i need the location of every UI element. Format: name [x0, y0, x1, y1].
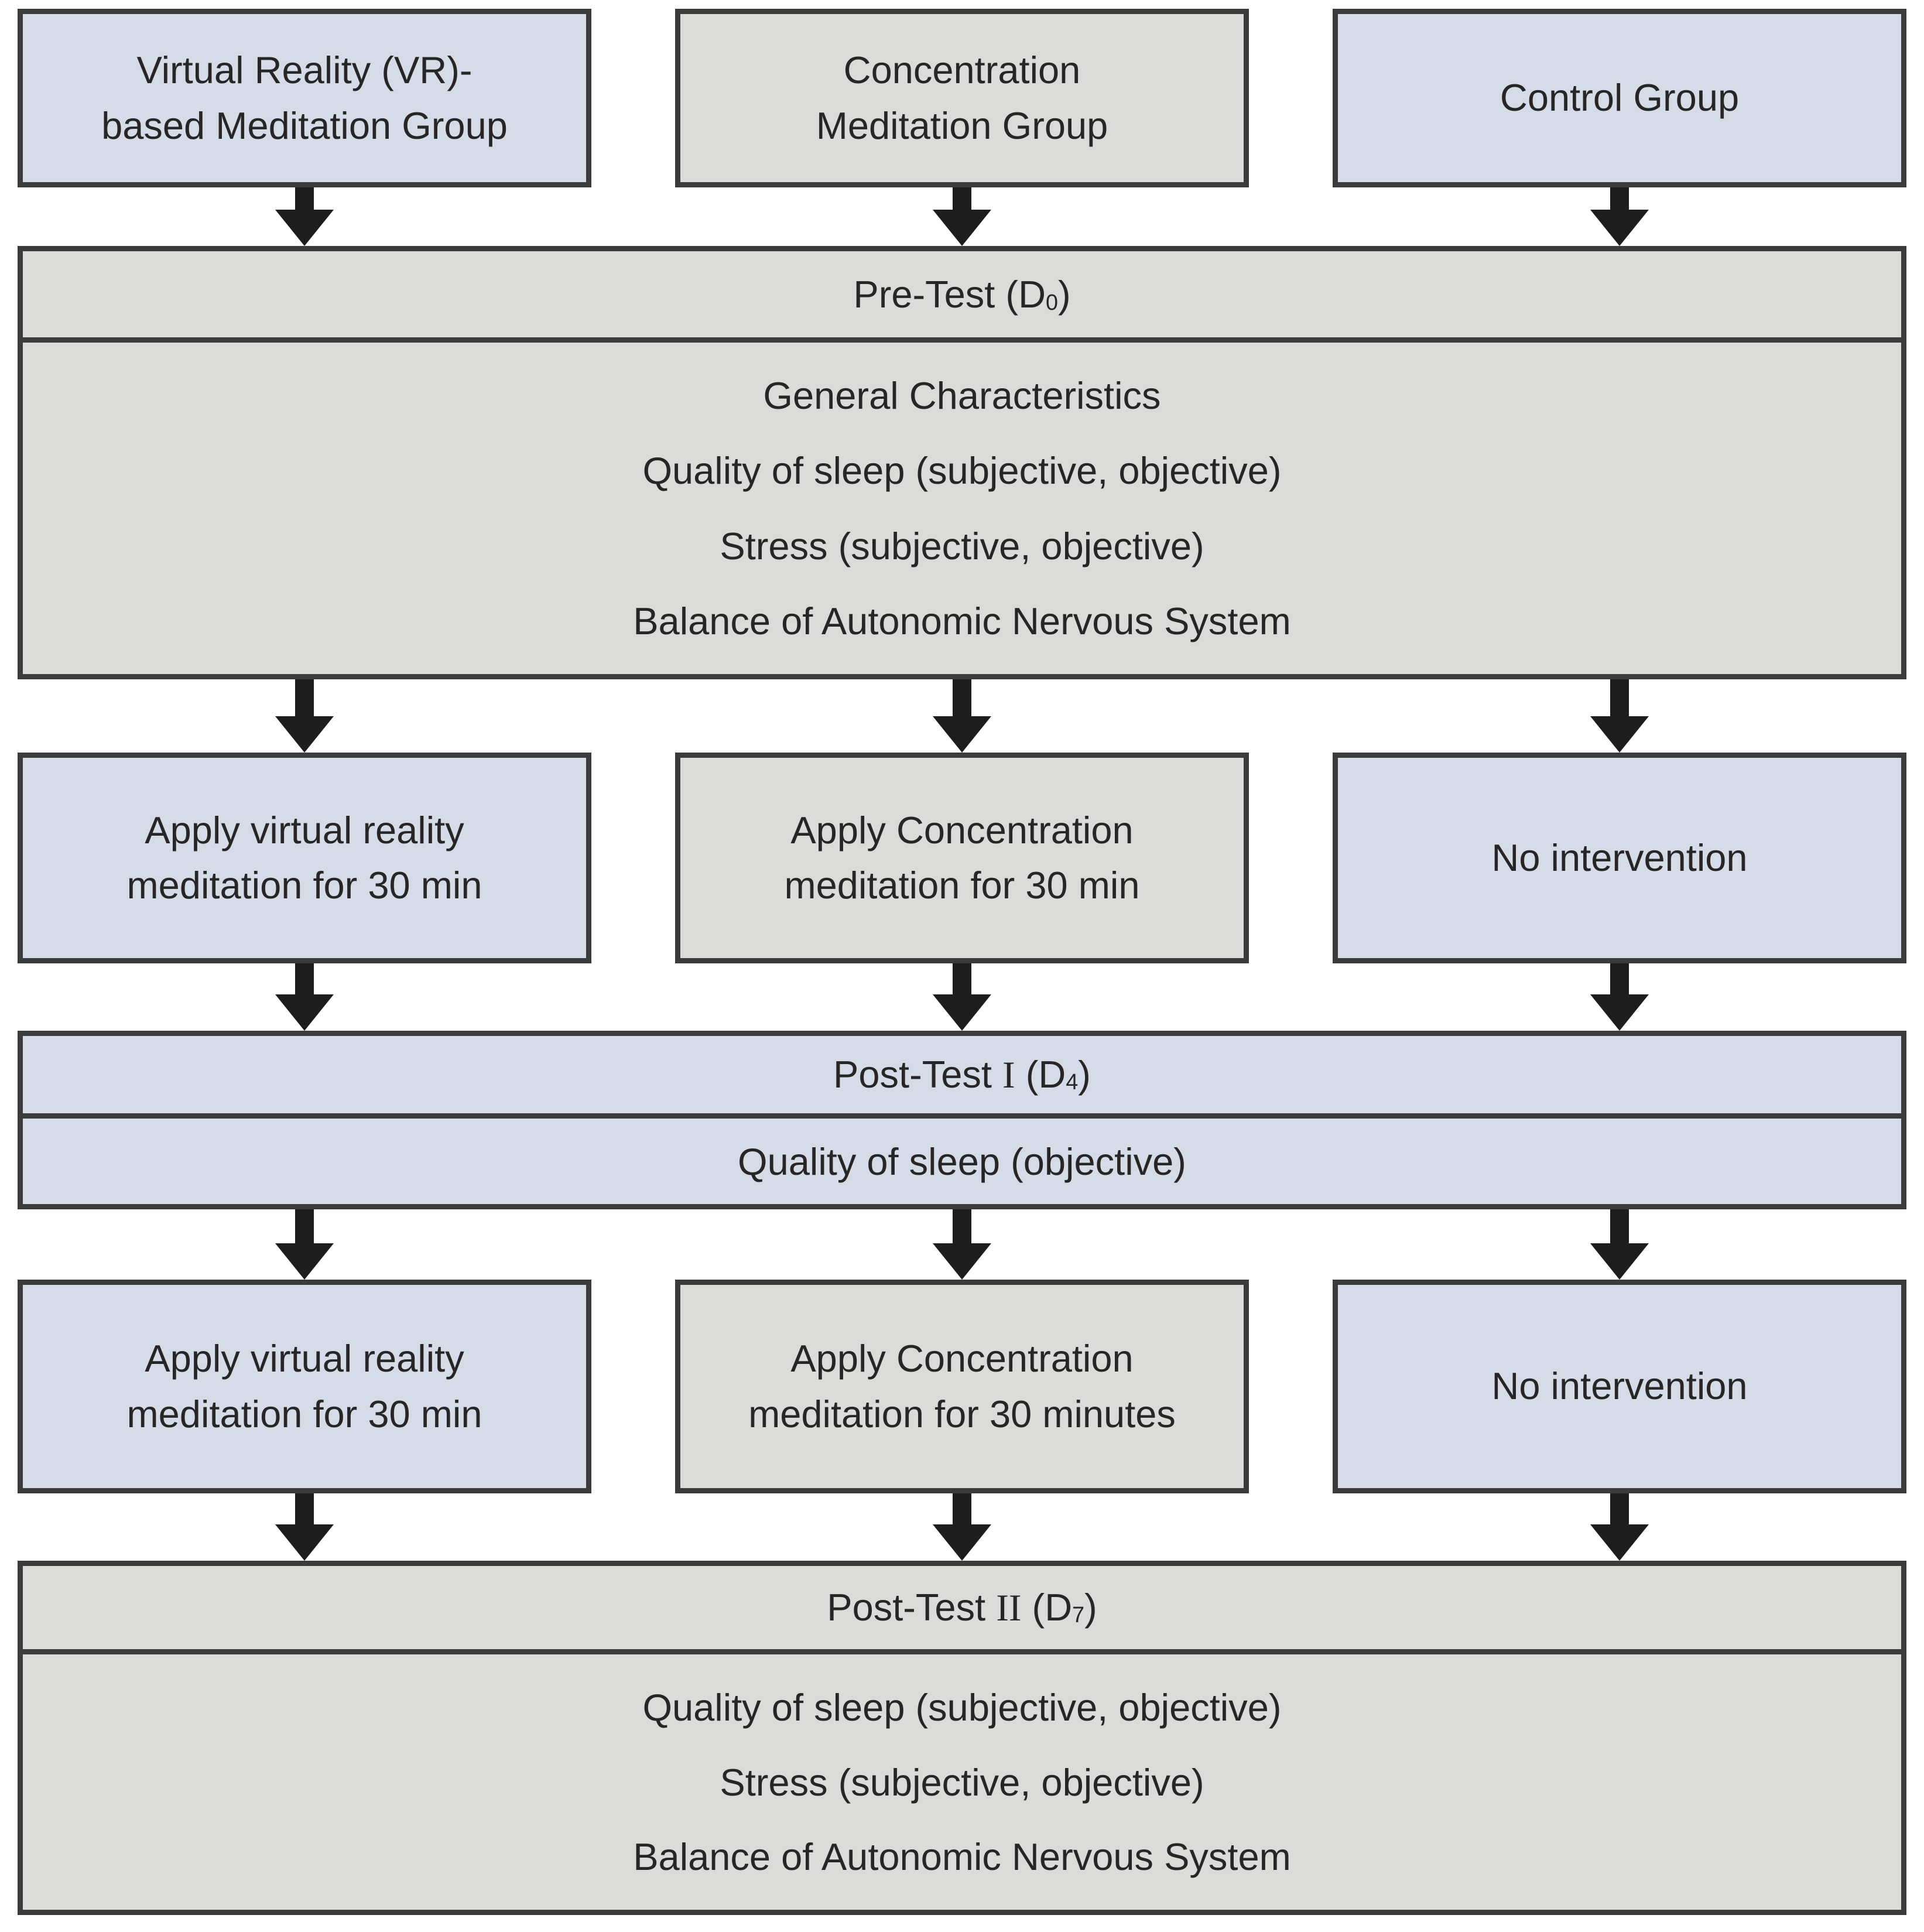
down-arrow-icon: [275, 1209, 334, 1280]
down-arrow-icon: [275, 1493, 334, 1561]
posttest2-subscript: 7: [1072, 1602, 1085, 1627]
down-arrow-icon: [933, 1209, 991, 1280]
pretest-header: Pre-Test (D0): [18, 246, 1906, 343]
pretest-item: Quality of sleep (subjective, objective): [642, 449, 1282, 493]
down-arrow-icon: [933, 963, 991, 1031]
roman-numeral: II: [996, 1586, 1022, 1629]
arrow-row-3: [0, 963, 1924, 1031]
down-arrow-icon: [275, 187, 334, 246]
down-arrow-icon: [933, 1493, 991, 1561]
posttest2-item: Stress (subjective, objective): [720, 1760, 1204, 1804]
group-label-control: Control Group: [1500, 76, 1740, 119]
group-label-concentration: Concentration Meditation Group: [816, 49, 1108, 147]
posttest1-item: Quality of sleep (objective): [738, 1140, 1186, 1183]
posttest2-item: Quality of sleep (subjective, objective): [642, 1685, 1282, 1729]
intervention-box-concentration-2: Apply Concentration meditation for 30 mi…: [675, 1280, 1249, 1493]
down-arrow-icon: [275, 679, 334, 753]
intervention-label: Apply Concentration meditation for 30 mi…: [784, 808, 1140, 907]
down-arrow-icon: [275, 963, 334, 1031]
intervention-label: Apply Concentration meditation for 30 mi…: [748, 1337, 1176, 1435]
intervention-row-2: Apply virtual reality meditation for 30 …: [0, 1280, 1924, 1493]
down-arrow-icon: [1590, 1493, 1649, 1561]
posttest2-content: Quality of sleep (subjective, objective)…: [18, 1654, 1906, 1915]
intervention-box-no-intervention-2: No intervention: [1333, 1280, 1906, 1493]
posttest1-block: Post-Test I (D4) Quality of sleep (objec…: [18, 1031, 1906, 1209]
intervention-box-no-intervention-1: No intervention: [1333, 753, 1906, 963]
group-box-concentration-meditation: Concentration Meditation Group: [675, 9, 1249, 187]
group-row: Virtual Reality (VR)- based Meditation G…: [0, 9, 1924, 187]
down-arrow-icon: [1590, 1209, 1649, 1280]
arrow-row-1: [0, 187, 1924, 246]
group-box-vr-meditation: Virtual Reality (VR)- based Meditation G…: [18, 9, 591, 187]
down-arrow-icon: [933, 187, 991, 246]
posttest1-title: Post-Test I (D4): [833, 1052, 1091, 1096]
down-arrow-icon: [933, 679, 991, 753]
posttest1-header: Post-Test I (D4): [18, 1031, 1906, 1119]
posttest1-content: Quality of sleep (objective): [18, 1119, 1906, 1209]
intervention-box-concentration-1: Apply Concentration meditation for 30 mi…: [675, 753, 1249, 963]
intervention-label: Apply virtual reality meditation for 30 …: [126, 1337, 482, 1435]
column-concentration: Concentration Meditation Group: [675, 9, 1249, 187]
intervention-label: Apply virtual reality meditation for 30 …: [126, 808, 482, 907]
pretest-item: Stress (subjective, objective): [720, 524, 1204, 567]
pretest-title: Pre-Test (D0): [853, 273, 1071, 316]
arrow-row-4: [0, 1209, 1924, 1280]
intervention-box-vr-1: Apply virtual reality meditation for 30 …: [18, 753, 591, 963]
posttest2-item: Balance of Autonomic Nervous System: [633, 1835, 1291, 1879]
pretest-item: General Characteristics: [763, 374, 1161, 418]
intervention-box-vr-2: Apply virtual reality meditation for 30 …: [18, 1280, 591, 1493]
down-arrow-icon: [1590, 187, 1649, 246]
pretest-content: General Characteristics Quality of sleep…: [18, 343, 1906, 679]
roman-numeral: I: [1002, 1054, 1015, 1096]
group-label-vr: Virtual Reality (VR)- based Meditation G…: [101, 49, 508, 147]
posttest2-block: Post-Test II (D7) Quality of sleep (subj…: [18, 1561, 1906, 1915]
posttest2-title: Post-Test II (D7): [827, 1585, 1097, 1629]
intervention-label: No intervention: [1491, 1365, 1748, 1408]
column-vr: Virtual Reality (VR)- based Meditation G…: [18, 9, 591, 187]
down-arrow-icon: [1590, 963, 1649, 1031]
down-arrow-icon: [1590, 679, 1649, 753]
posttest1-subscript: 4: [1066, 1069, 1079, 1095]
group-box-control: Control Group: [1333, 9, 1906, 187]
intervention-label: No intervention: [1491, 836, 1748, 879]
pretest-subscript: 0: [1046, 289, 1058, 314]
arrow-row-2: [0, 679, 1924, 753]
intervention-row-1: Apply virtual reality meditation for 30 …: [0, 753, 1924, 963]
pretest-item: Balance of Autonomic Nervous System: [633, 599, 1291, 642]
pretest-block: Pre-Test (D0) General Characteristics Qu…: [18, 246, 1906, 679]
posttest2-header: Post-Test II (D7): [18, 1561, 1906, 1654]
column-control: Control Group: [1333, 9, 1906, 187]
arrow-row-5: [0, 1493, 1924, 1561]
